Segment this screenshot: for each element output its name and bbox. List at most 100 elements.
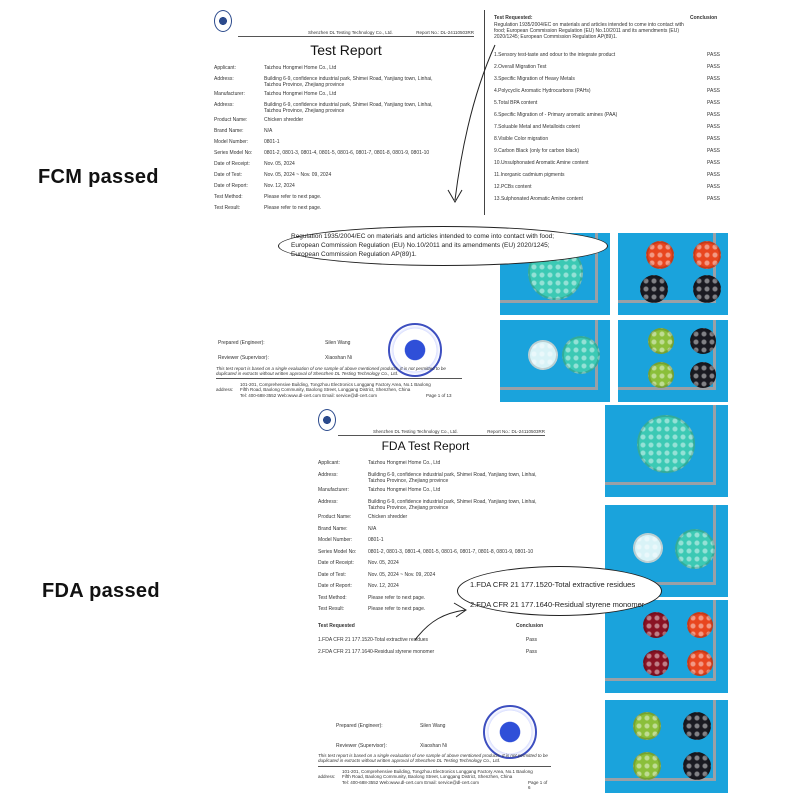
field-label: Date of Test: [318, 571, 346, 578]
disclaimer: This test report is based on a single ev… [216, 366, 446, 376]
approved-stamp-icon [388, 323, 442, 377]
prepared-label: Prepared (Engineer): [336, 723, 383, 729]
test-name: 6.Specific Migration of - Primary aromat… [494, 112, 618, 118]
field-label: Date of Test: [214, 172, 242, 178]
shredder-part-icon [633, 752, 661, 780]
ruler-icon [713, 233, 716, 303]
field-value: Nov. 05, 2024 ~ Nov. 09, 2024 [368, 571, 436, 578]
test-row: 4.Polycyclic Aromatic Hydrocarbons (PAHs… [494, 88, 740, 94]
test-conclusion: Pass [525, 637, 537, 643]
field-value: Nov. 12, 2024 [264, 183, 295, 189]
shredder-part-icon [637, 415, 695, 473]
field-value: 0801-2, 0801-3, 0801-4, 0801-5, 0801-6, … [264, 150, 430, 156]
shredder-part-icon [693, 275, 721, 303]
test-name: 4.Polycyclic Aromatic Hydrocarbons (PAHs… [494, 88, 591, 94]
conclusion-header: Conclusion [516, 623, 544, 629]
product-photo [605, 600, 728, 693]
shredder-part-icon [687, 650, 713, 676]
callout-line: 1.FDA CFR 21 177.1520-Total extractive r… [470, 580, 636, 589]
field-value: Please refer to next page. [264, 194, 322, 200]
ruler-icon [595, 233, 598, 303]
footer-contact: Tel: 400-688-3552 Web:www.dl-cert.com Em… [240, 393, 378, 398]
test-row: 1.Sensory test-taste and odour to the in… [494, 52, 740, 58]
field-label: Address: [214, 76, 234, 82]
test-name: 13.Sulphonated Aromatic Amine content [494, 196, 583, 202]
test-row: 6.Specific Migration of - Primary aromat… [494, 112, 740, 118]
test-conclusion: PASS [707, 196, 720, 202]
field-value: Taizhou Hongmei Home Co., Ltd [368, 487, 441, 493]
field-value: Chicken shredder [264, 117, 304, 123]
callout-line: 2.FDA CFR 21 177.1640-Residual styrene m… [470, 600, 645, 609]
shredder-part-icon [528, 340, 558, 370]
footer-address: 101-201, Comprehensive Building, Tongzho… [342, 769, 533, 779]
field-label: Series Model No: [318, 548, 357, 555]
field-value: Nov. 05, 2024 [264, 161, 295, 167]
fda-passed-label: FDA passed [42, 580, 160, 602]
disclaimer: This test report is based on a single ev… [318, 753, 548, 763]
test-name: 2.Overall Migration Test [494, 64, 547, 70]
shredder-part-icon [648, 362, 674, 388]
footer-divider [216, 378, 462, 379]
prepared-name: Silen Wang [420, 723, 446, 729]
test-name: 3.Specific Migration of Heavy Metals [494, 76, 575, 82]
callout-line: European Commission Regulation (EU) No.1… [291, 242, 550, 249]
test-name: 1.FDA CFR 21 177.1520-Total extractive r… [318, 637, 429, 643]
field-value: Building 6-9, confidence industrial park… [264, 76, 433, 88]
shredder-part-icon [693, 241, 721, 269]
callout-arrow-icon [414, 602, 467, 641]
shredder-part-icon [675, 529, 715, 569]
test-name: 11.Inorganic cadmium pigments [494, 172, 565, 178]
shredder-part-icon [562, 336, 600, 374]
field-value: 0801-1 [368, 537, 384, 543]
callout-line: Regulation 1935/2004/EC on materials and… [291, 233, 555, 240]
product-photo [605, 405, 728, 497]
report-header: Shenzhen DL Testing Technology Co., Ltd.… [338, 429, 545, 436]
reviewer-name: Xiaoshan Ni [420, 743, 447, 749]
ruler-icon [605, 778, 716, 781]
test-row: 11.Inorganic cadmium pigments PASS [494, 172, 740, 178]
conclusion-header: Conclusion [690, 15, 718, 21]
field-label: Date of Report: [318, 583, 352, 589]
regulation-callout: Regulation 1935/2004/EC on materials and… [278, 226, 608, 266]
lab-logo-icon [214, 10, 232, 32]
ruler-icon [618, 387, 716, 390]
shredder-part-icon [646, 241, 674, 269]
approved-stamp-icon [483, 705, 537, 759]
test-row: 1.FDA CFR 21 177.1520-Total extractive r… [318, 637, 551, 643]
report-title: FDA Test Report [381, 439, 470, 453]
ruler-icon [618, 300, 716, 303]
field-value: Please refer to next page. [368, 606, 426, 612]
shredder-part-icon [683, 752, 711, 780]
regulation-intro: Regulation 1935/2004/EC on materials and… [494, 22, 684, 40]
field-label: Manufacturer: [318, 487, 349, 493]
field-label: Address: [318, 471, 338, 478]
report-number: Report No.: DL-24110503RR [416, 30, 474, 35]
shredder-part-icon [643, 612, 669, 638]
field-value: Taizhou Hongmei Home Co., Ltd [264, 65, 337, 71]
test-conclusion: PASS [707, 100, 720, 106]
ruler-icon [605, 678, 716, 681]
field-label: Model Number: [318, 537, 353, 543]
field-label: Product Name: [318, 514, 352, 520]
callout-line: European Commission Regulation AP(89)1. [291, 251, 417, 258]
field-label: Date of Receipt: [214, 161, 250, 167]
field-value: N/A [264, 128, 273, 134]
field-label: Test Method: [318, 594, 347, 601]
test-conclusion: PASS [707, 64, 720, 70]
field-label: Address: [318, 498, 338, 505]
test-conclusion: PASS [707, 52, 720, 58]
field-value: Nov. 05, 2024 ~ Nov. 09, 2024 [264, 172, 332, 178]
ruler-icon [605, 482, 716, 485]
field-value: Nov. 05, 2024 [368, 560, 399, 566]
test-name: 1.Sensory test-taste and odour to the in… [494, 52, 616, 58]
field-value: 0801-1 [264, 139, 280, 145]
field-value: Please refer to next page. [264, 205, 322, 211]
test-name: 12.PCBs content [494, 184, 532, 190]
shredder-part-icon [648, 328, 674, 354]
test-conclusion: PASS [707, 172, 720, 178]
test-conclusion: PASS [707, 88, 720, 94]
